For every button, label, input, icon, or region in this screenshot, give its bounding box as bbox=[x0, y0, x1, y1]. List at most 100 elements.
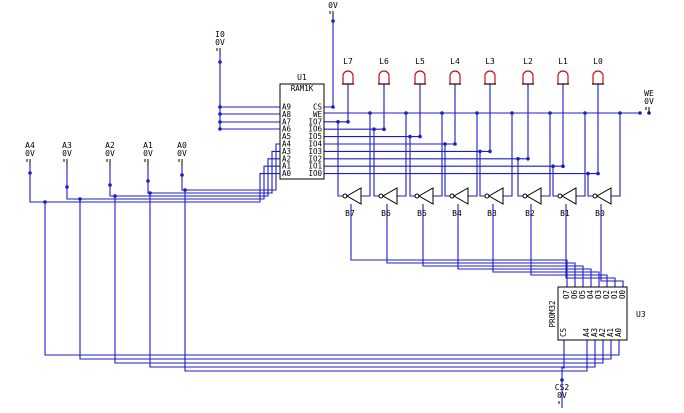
junction-dot bbox=[148, 191, 152, 195]
wire bbox=[587, 173, 593, 197]
wire bbox=[561, 340, 565, 380]
buffer-triangle bbox=[560, 187, 577, 205]
switch-level: 0V bbox=[143, 149, 153, 158]
junction-dot bbox=[372, 127, 376, 131]
lamp-l0: L0 bbox=[592, 57, 604, 85]
buffer-label: B6 bbox=[381, 209, 391, 218]
lamp-l1: L1 bbox=[557, 57, 569, 85]
wire bbox=[114, 196, 604, 364]
wire bbox=[181, 143, 280, 191]
u1-pin-io4: IO4 bbox=[308, 140, 322, 149]
u1-pin-a7: A7 bbox=[282, 117, 291, 126]
buffer-b6: B6 bbox=[378, 187, 398, 218]
u1-pin-cs: CS bbox=[313, 103, 323, 112]
buffer-bubble bbox=[522, 193, 528, 199]
buffer-b7: B7 bbox=[342, 187, 362, 218]
u3-pin-a3: A3 bbox=[590, 328, 599, 337]
buffer-b1: B1 bbox=[557, 187, 577, 218]
junction-dot bbox=[331, 105, 335, 109]
u1-pin-a8: A8 bbox=[282, 110, 292, 119]
lamp-bulb bbox=[522, 70, 534, 85]
buffer-b3: B3 bbox=[484, 187, 504, 218]
lamp-bulb bbox=[414, 70, 426, 85]
switch-label: I0 bbox=[215, 30, 225, 39]
switch-level: 0V bbox=[62, 149, 72, 158]
lamp-l2: L2 bbox=[522, 57, 534, 85]
buffer-label: B0 bbox=[595, 209, 605, 218]
buffer-triangle bbox=[345, 187, 362, 205]
wire bbox=[492, 204, 600, 287]
buffer-b4: B4 bbox=[449, 187, 469, 218]
lamp-label: L0 bbox=[593, 57, 603, 66]
buffer-triangle bbox=[525, 187, 542, 205]
junction-dot bbox=[638, 111, 642, 115]
u1-pin-io2: IO2 bbox=[308, 154, 322, 163]
junction-dot bbox=[218, 105, 222, 109]
lamp-l3: L3 bbox=[484, 57, 496, 85]
u3-pin-a2: A2 bbox=[598, 328, 607, 337]
junction-dot bbox=[551, 164, 555, 168]
u3-ref: U3 bbox=[636, 310, 646, 319]
lamp-l7: L7 bbox=[342, 57, 354, 85]
u3-pin-a4: A4 bbox=[582, 327, 591, 337]
u3-pin-o0: O0 bbox=[618, 290, 627, 300]
wire bbox=[409, 136, 415, 197]
u3-pin-o7: O7 bbox=[562, 290, 571, 299]
wire bbox=[373, 129, 379, 197]
junction-dot bbox=[336, 120, 340, 124]
junction-dot bbox=[43, 200, 47, 204]
u1-pin-io1: IO1 bbox=[308, 162, 322, 171]
lamp-label: L2 bbox=[523, 57, 533, 66]
wire bbox=[66, 165, 280, 200]
u1-pin-a3: A3 bbox=[282, 147, 291, 156]
u3-pin-a0: A0 bbox=[614, 327, 623, 337]
u3-pin-cs: CS bbox=[559, 327, 568, 337]
wire bbox=[79, 199, 612, 360]
lamp-label: L5 bbox=[415, 57, 425, 66]
u1-pin-a0: A0 bbox=[282, 169, 292, 178]
lamp-label: L6 bbox=[379, 57, 389, 66]
wire bbox=[361, 113, 371, 197]
wire bbox=[184, 190, 588, 372]
buffer-label: B4 bbox=[452, 209, 462, 218]
buffer-triangle bbox=[595, 187, 612, 205]
switch-level: 0V bbox=[177, 149, 187, 158]
u1-pin-io3: IO3 bbox=[308, 147, 322, 156]
u1-pin-io6: IO6 bbox=[308, 125, 322, 134]
switch-cs_top: 0V bbox=[328, 1, 338, 21]
buffer-bubble bbox=[557, 193, 563, 199]
u1-body bbox=[279, 83, 325, 180]
u3-pin-o2: O2 bbox=[602, 290, 611, 299]
wire bbox=[149, 193, 596, 368]
lamp-bulb bbox=[378, 70, 390, 85]
u1-pin-a9: A9 bbox=[282, 103, 291, 112]
lamp-l4: L4 bbox=[449, 57, 461, 85]
wire bbox=[29, 173, 280, 203]
junction-dot bbox=[218, 127, 222, 131]
buffer-bubble bbox=[414, 193, 420, 199]
u1-pin-a6: A6 bbox=[282, 125, 292, 134]
junction-dot bbox=[443, 142, 447, 146]
u3-part: PROM32 bbox=[548, 300, 557, 327]
lamp-bulb bbox=[592, 70, 604, 85]
wire bbox=[541, 113, 551, 197]
switch-label: A3 bbox=[62, 141, 72, 150]
buffer-bubble bbox=[484, 193, 490, 199]
u1-ref: U1 bbox=[297, 73, 307, 82]
u3-pin-o1: O1 bbox=[610, 290, 619, 299]
switch-label: WE bbox=[644, 89, 654, 98]
u1-ram1k: U1RAM1KA9A8A7A6A5A4A3A2A1A0CSWEIO7IO6IO5… bbox=[279, 73, 325, 180]
wire bbox=[600, 204, 624, 287]
buffer-triangle bbox=[452, 187, 469, 205]
u3-pin-a1: A1 bbox=[606, 328, 615, 337]
wire bbox=[433, 113, 443, 197]
switch-level: 0V bbox=[25, 149, 35, 158]
